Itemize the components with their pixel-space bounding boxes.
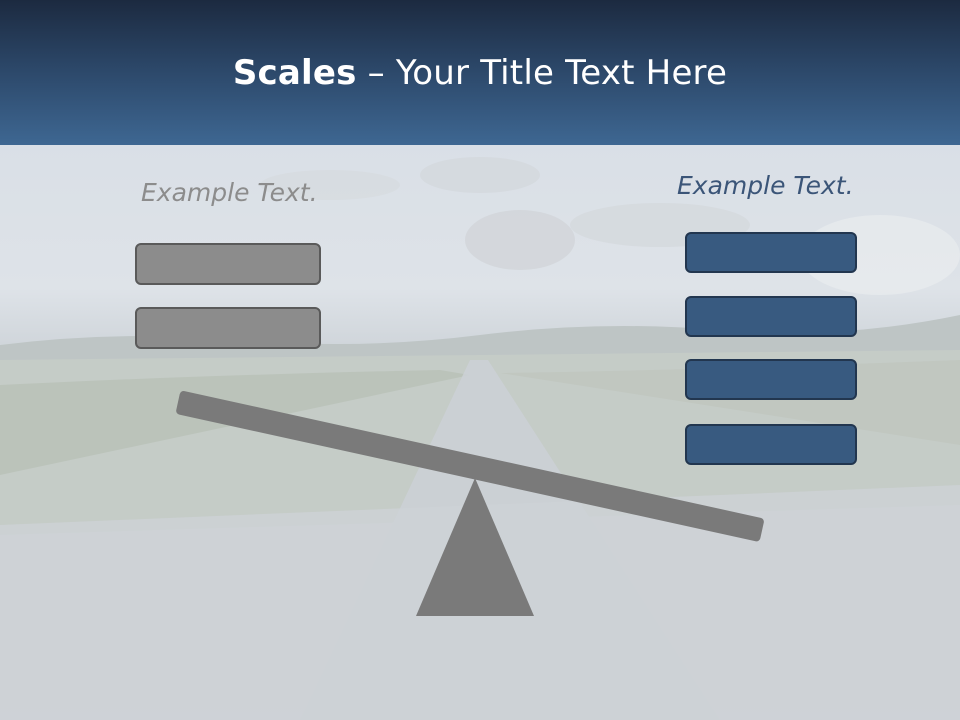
right-box-2[interactable] <box>685 296 857 337</box>
slide-title: Scales – Your Title Text Here <box>233 53 727 93</box>
right-caption: Example Text. <box>677 171 854 200</box>
slide-header: Scales – Your Title Text Here <box>0 0 960 145</box>
left-box-2[interactable] <box>135 307 321 349</box>
title-bold-text: Scales <box>232 52 357 93</box>
right-box-1[interactable] <box>685 232 857 273</box>
right-box-3[interactable] <box>685 359 857 400</box>
left-caption: Example Text. <box>141 178 318 207</box>
right-box-4[interactable] <box>685 424 857 465</box>
left-box-1[interactable] <box>135 243 321 285</box>
title-rest-text: – Your Title Text Here <box>356 52 728 93</box>
triangle-icon <box>416 478 534 616</box>
